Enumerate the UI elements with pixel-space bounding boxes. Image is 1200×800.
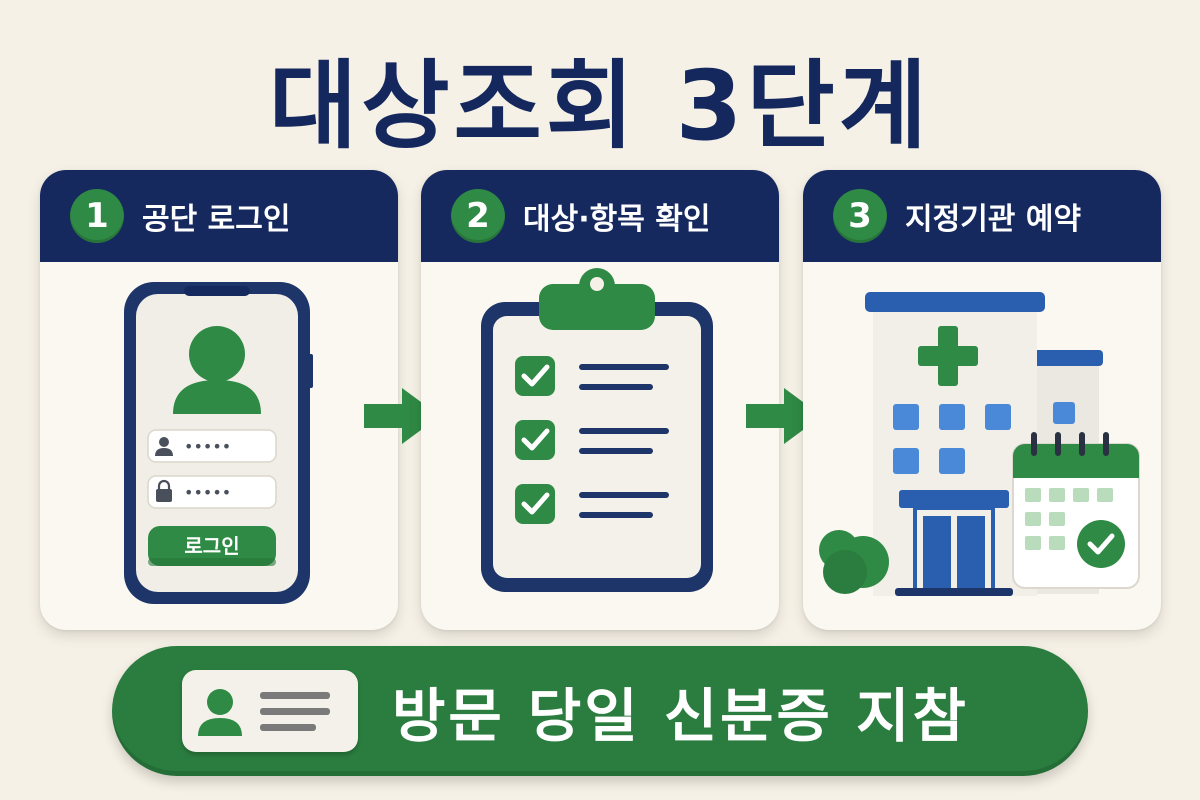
step-label: 공단 로그인 <box>142 202 291 237</box>
check-icon <box>1077 520 1125 568</box>
step-header: 2 대상·항목 확인 <box>421 170 779 262</box>
hospital-illustration <box>803 262 1161 630</box>
password-field-mask: ••••• <box>184 483 231 502</box>
check-icon <box>515 420 555 460</box>
step-label: 대상·항목 확인 <box>523 202 711 237</box>
step-label: 지정기관 예약 <box>905 202 1082 237</box>
step-number-badge: 1 <box>70 189 124 243</box>
page-title: 대상조회 3단계 <box>268 50 932 162</box>
step-card-login: 1 공단 로그인 ••••• <box>40 170 398 630</box>
banner-text: 방문 당일 신분증 지참 <box>392 682 969 750</box>
user-icon <box>173 326 261 414</box>
lock-icon <box>156 479 172 502</box>
step-number-badge: 2 <box>451 189 505 243</box>
step-card-check: 2 대상·항목 확인 <box>421 170 779 630</box>
step-header: 1 공단 로그인 <box>40 170 398 262</box>
check-icon <box>515 356 555 396</box>
step-header: 3 지정기관 예약 <box>803 170 1161 262</box>
id-card-icon <box>182 670 358 752</box>
login-button: 로그인 <box>184 534 239 558</box>
clipboard-illustration <box>421 262 779 630</box>
id-field-mask: ••••• <box>184 437 231 456</box>
phone-illustration: ••••• ••••• 로그인 <box>40 262 398 630</box>
step-number-badge: 3 <box>833 189 887 243</box>
step-card-reserve: 3 지정기관 예약 <box>803 170 1161 630</box>
id-reminder-banner: 방문 당일 신분증 지참 <box>112 646 1088 776</box>
calendar-icon <box>1012 432 1140 589</box>
user-icon <box>155 437 173 456</box>
check-icon <box>515 484 555 524</box>
